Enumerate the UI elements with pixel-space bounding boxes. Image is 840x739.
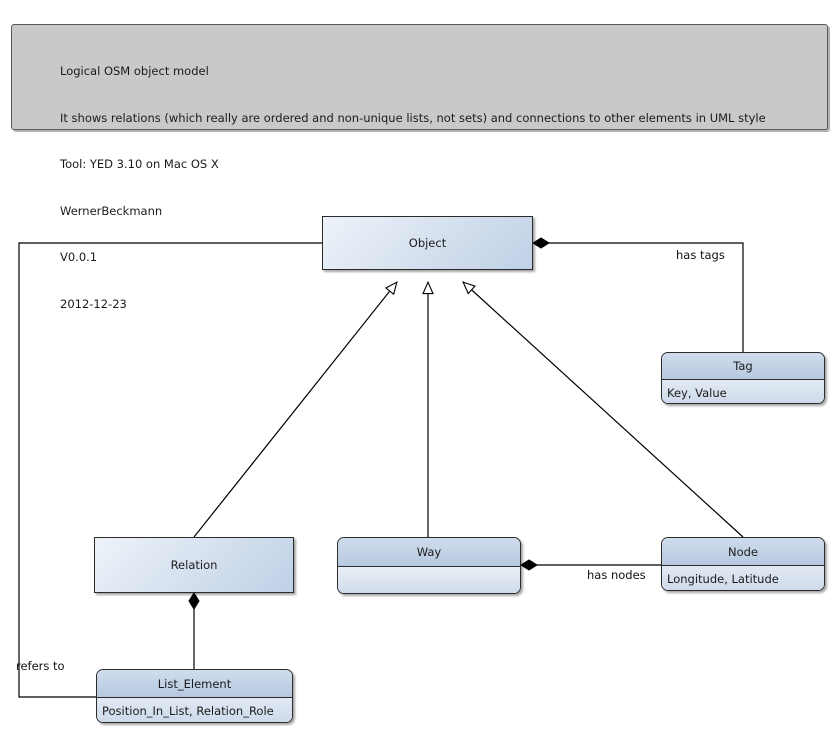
edge-list-element-refers-to-object xyxy=(18,242,322,698)
edge-label-has-nodes: has nodes xyxy=(587,568,646,582)
class-attributes-node: Longitude, Latitude xyxy=(662,565,824,590)
class-box-list-element[interactable]: List_Element Position_In_List, Relation_… xyxy=(96,669,293,723)
edge-relation-list-element xyxy=(188,592,200,669)
edge-relation-generalization xyxy=(193,281,398,538)
class-box-way[interactable]: Way xyxy=(337,537,521,594)
diagram-note-panel: Logical OSM object model It shows relati… xyxy=(11,24,828,311)
class-attributes-tag: Key, Value xyxy=(662,379,824,403)
class-box-object[interactable]: Object xyxy=(322,216,533,270)
class-name-list-element: List_Element xyxy=(97,670,292,697)
class-name-relation: Relation xyxy=(95,538,293,592)
class-box-node[interactable]: Node Longitude, Latitude xyxy=(661,537,825,591)
note-line-date: 2012-12-23 xyxy=(60,296,127,311)
class-attributes-list-element: Position_In_List, Relation_Role xyxy=(97,697,292,722)
note-line-tool: Tool: YED 3.10 on Mac OS X xyxy=(60,157,219,171)
note-line-author: WernerBeckmann xyxy=(60,203,163,218)
edge-way-has-nodes xyxy=(520,559,661,571)
class-name-node: Node xyxy=(662,538,824,565)
class-name-object: Object xyxy=(323,217,532,269)
class-name-way: Way xyxy=(338,538,520,566)
note-line-title: Logical OSM object model xyxy=(60,64,209,78)
diagram-note-text: Logical OSM object model It shows relati… xyxy=(60,33,766,343)
note-line-description: It shows relations (which really are ord… xyxy=(60,110,766,125)
edge-node-generalization xyxy=(462,281,744,538)
edge-label-refers-to: refers to xyxy=(16,659,65,673)
class-attributes-way xyxy=(338,566,520,593)
edge-object-has-tags xyxy=(532,237,744,352)
class-box-relation[interactable]: Relation xyxy=(94,537,294,593)
edge-label-has-tags: has tags xyxy=(676,248,725,262)
class-box-tag[interactable]: Tag Key, Value xyxy=(661,352,825,404)
class-name-tag: Tag xyxy=(662,353,824,379)
note-line-version: V0.0.1 xyxy=(60,250,98,264)
